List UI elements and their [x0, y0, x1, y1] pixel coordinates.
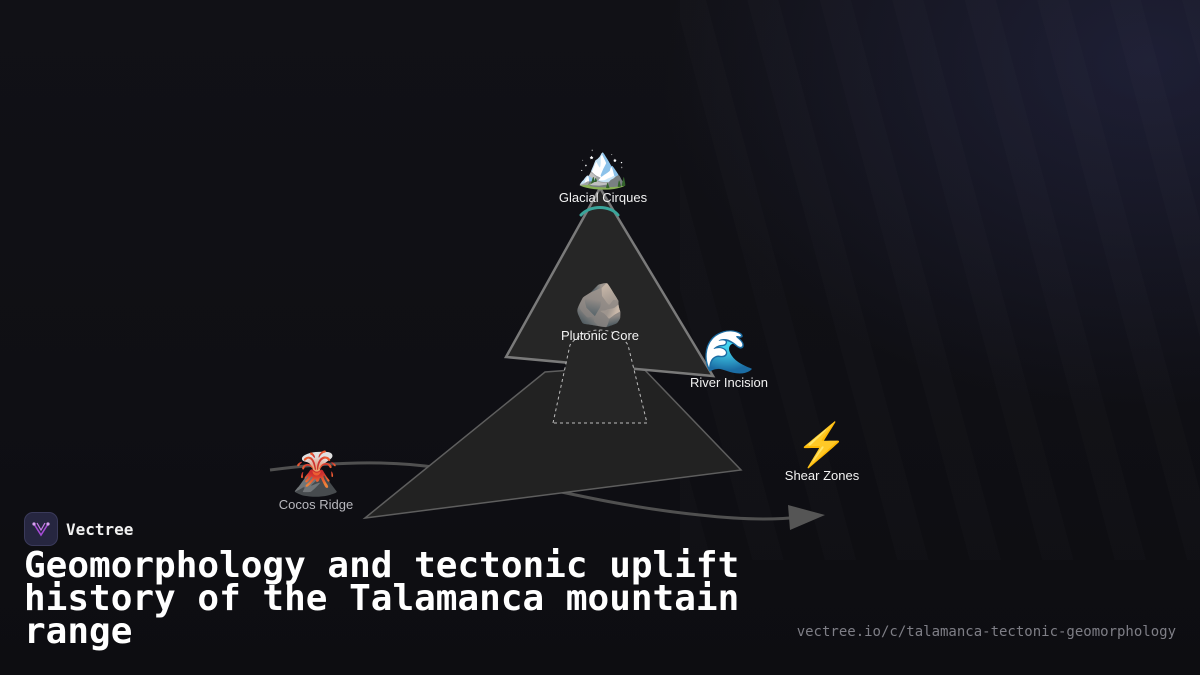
node-plutonic-core: 🪨 Plutonic Core	[560, 281, 640, 344]
source-url[interactable]: vectree.io/c/talamanca-tectonic-geomorph…	[796, 624, 1176, 640]
vectree-logo-icon	[24, 512, 58, 546]
node-glacial-cirques: 🏔️ Glacial Cirques	[558, 143, 648, 206]
node-label: Plutonic Core	[560, 328, 640, 343]
rock-icon: 🪨	[573, 281, 627, 328]
lightning-bolt-icon: ⚡	[795, 421, 849, 468]
brand-name: Vectree	[66, 519, 134, 539]
page-title: Geomorphology and tectonic uplift histor…	[24, 545, 740, 652]
brand: Vectree	[24, 512, 133, 546]
node-label: River Incision	[689, 375, 769, 390]
node-shear-zones: ⚡ Shear Zones	[784, 421, 860, 484]
volcano-icon: 🌋	[289, 450, 343, 497]
glacier-accent	[579, 206, 620, 217]
node-label: Shear Zones	[784, 468, 860, 483]
water-wave-icon: 🌊	[702, 328, 756, 375]
node-label: Glacial Cirques	[558, 190, 648, 205]
uplift-arrow-head	[788, 505, 825, 530]
node-cocos-ridge: 🌋 Cocos Ridge	[278, 450, 354, 513]
snow-capped-mountain-icon: 🏔️	[576, 143, 630, 190]
node-river-incision: 🌊 River Incision	[689, 328, 769, 391]
plutonic-core-shape	[552, 329, 648, 424]
node-label: Cocos Ridge	[278, 497, 354, 512]
mountain-base-shape	[362, 364, 743, 520]
